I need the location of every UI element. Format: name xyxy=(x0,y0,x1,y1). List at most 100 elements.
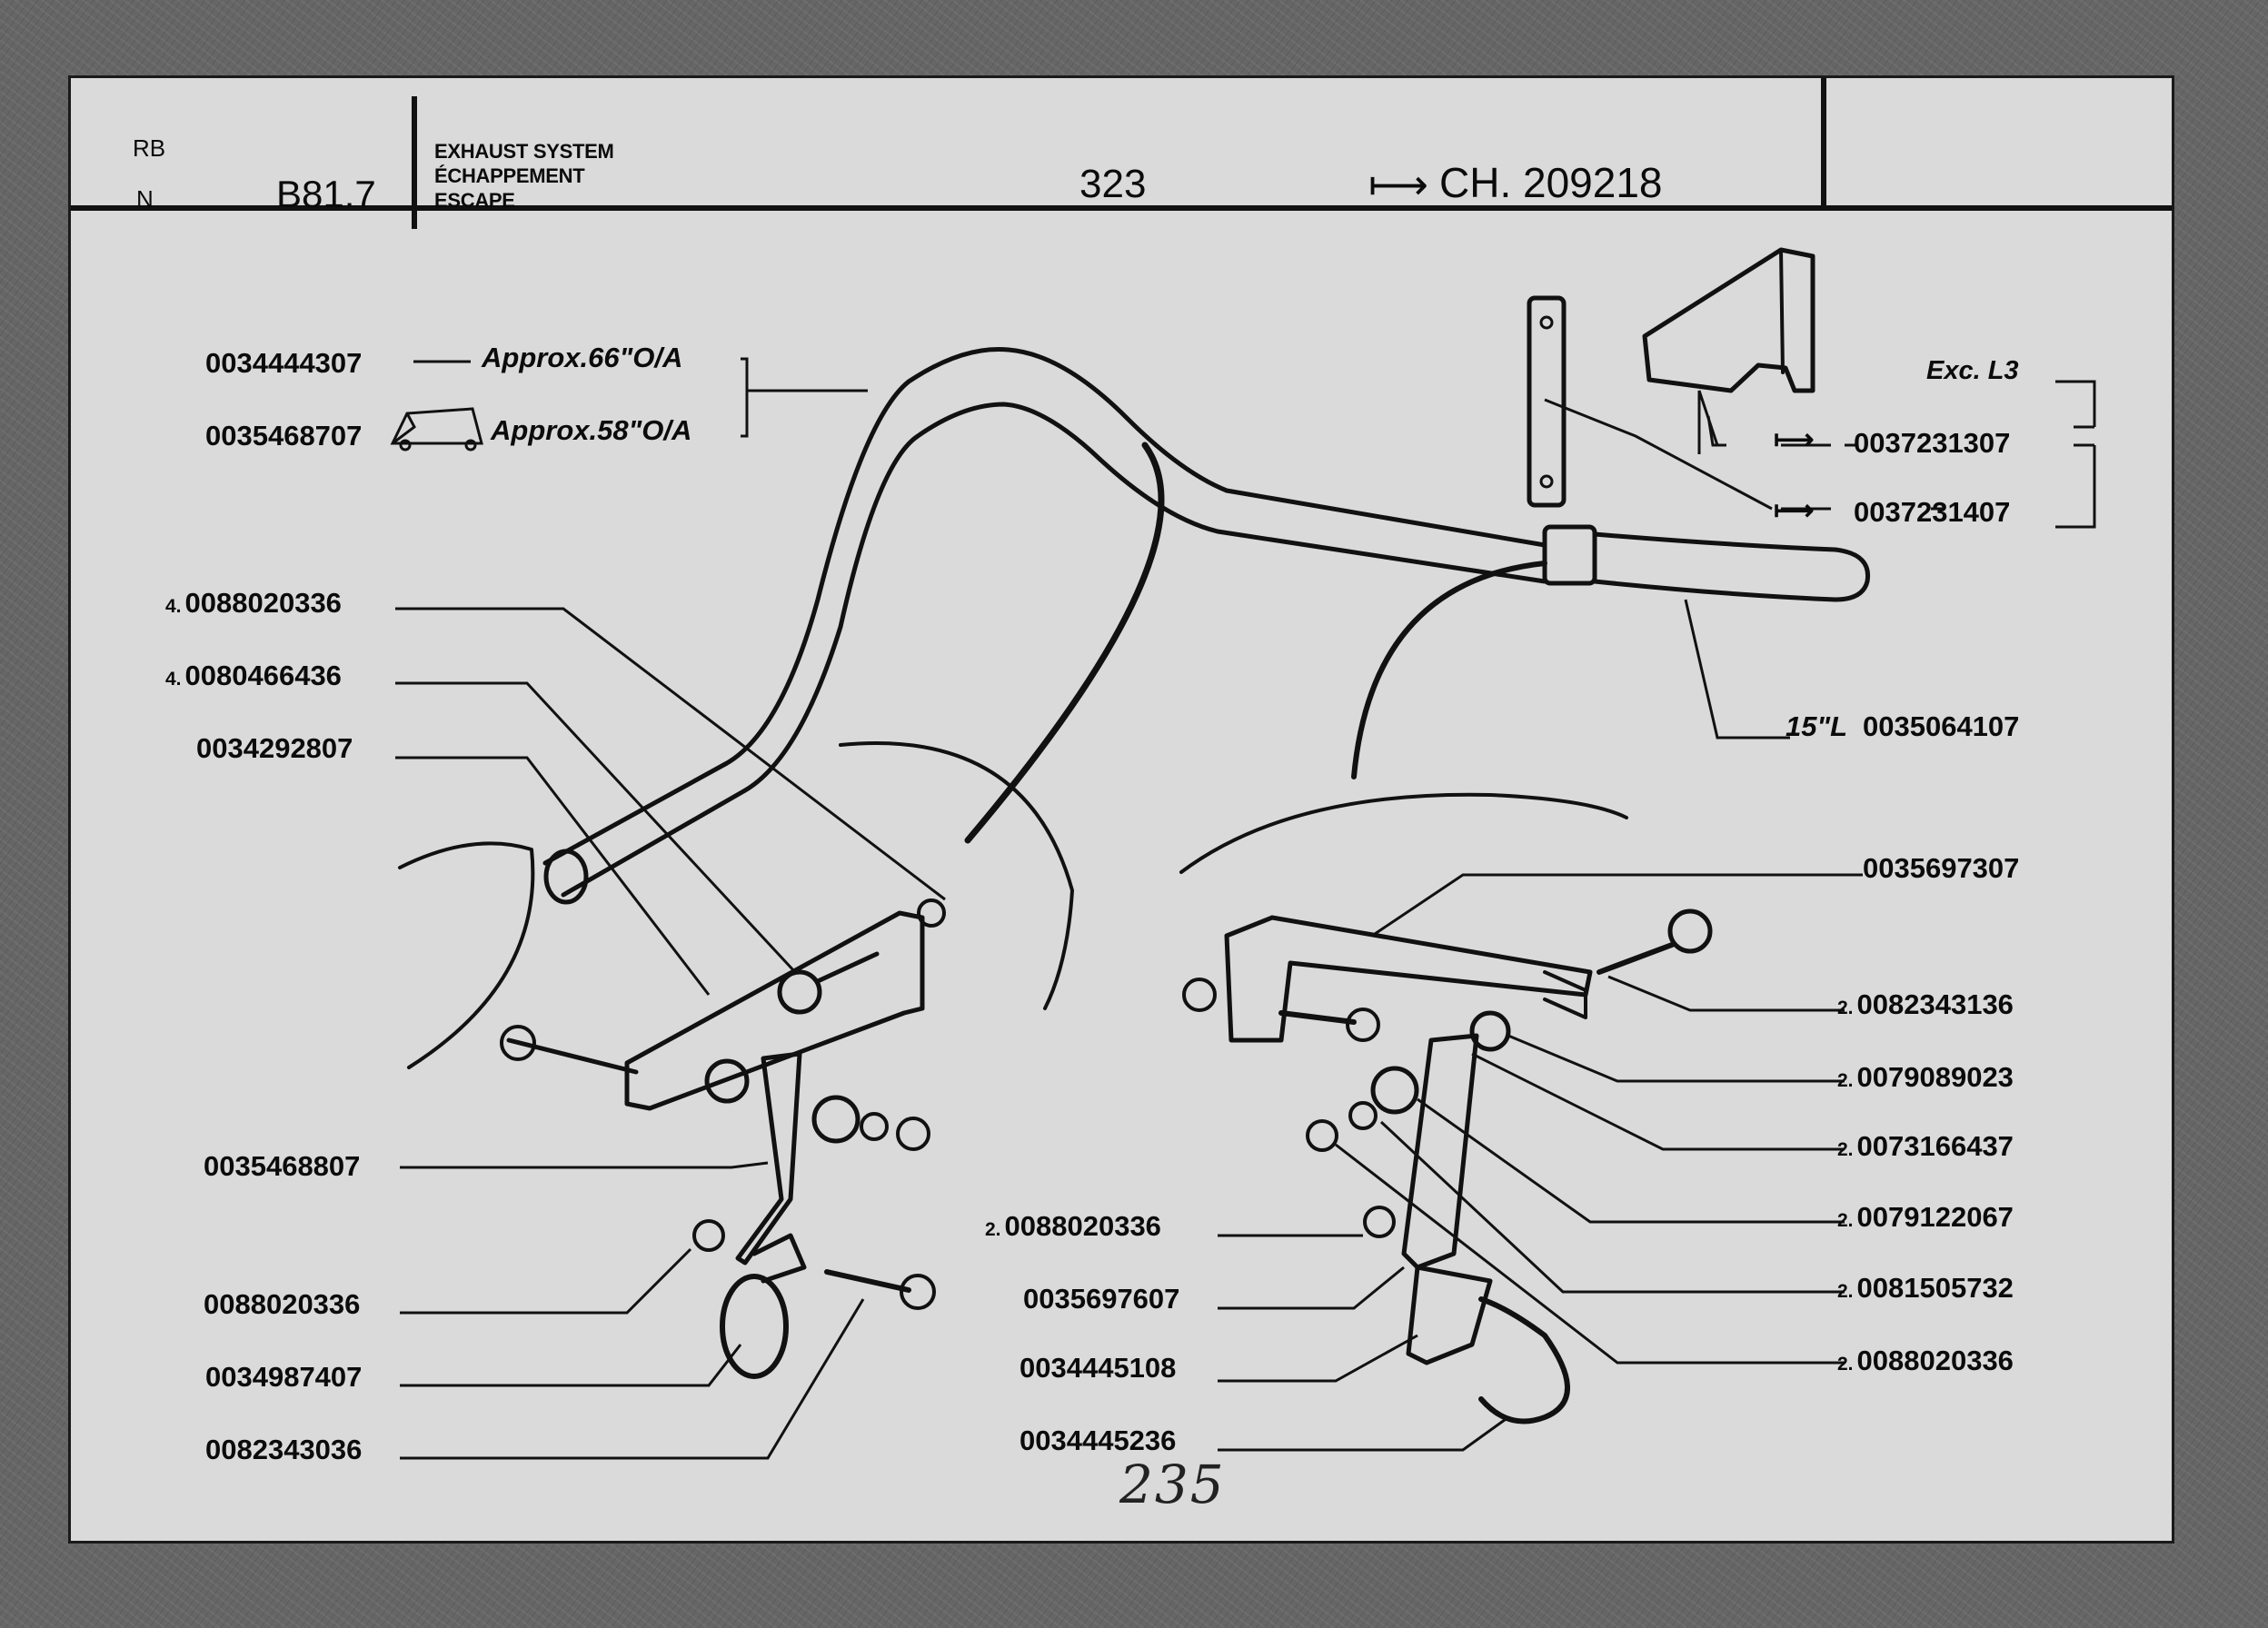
label-spacer: 2.0073166437 xyxy=(1837,1132,2014,1160)
right-rail-end xyxy=(1543,970,1587,1019)
qty: 2. xyxy=(1837,1139,1854,1160)
header-divider-right xyxy=(1821,78,1826,211)
part-support-right: 0035697307 xyxy=(1863,852,2020,884)
arrow-bracket-b-icon: ⟼ xyxy=(1774,494,1815,526)
part-number: 0079122067 xyxy=(1856,1201,2014,1233)
part-number: 0088020336 xyxy=(184,587,342,619)
angle-bracket xyxy=(1642,247,1815,393)
label-rubber-b: 2.0079122067 xyxy=(1837,1203,2014,1231)
left-rubber-bush-2 xyxy=(811,1095,860,1144)
left-mount-plate xyxy=(624,910,925,1111)
part-number: 0079089023 xyxy=(1856,1061,2014,1093)
lower-left-nut xyxy=(692,1219,725,1252)
dashed-group-brackets xyxy=(2055,380,2090,529)
chassis-reference: CH. 209218 xyxy=(1439,159,1663,206)
right-long-bolt xyxy=(1597,942,1675,975)
left-short-bolt xyxy=(815,951,880,984)
qty: 4. xyxy=(165,669,182,690)
part-plate-right: 0034445108 xyxy=(1020,1352,1177,1384)
label-rubber-a: 2.0079089023 xyxy=(1837,1063,2014,1091)
right-short-bolt xyxy=(1278,1010,1357,1025)
label-nut-4: 4.0088020336 xyxy=(165,589,342,617)
part-number: 0073166437 xyxy=(1856,1130,2014,1162)
part-number: 0080466436 xyxy=(184,660,342,691)
qty: 4. xyxy=(165,596,182,617)
note-exc-l3: Exc. L3 xyxy=(1926,356,2019,385)
title-french: ÉCHAPPEMENT xyxy=(434,164,585,187)
part-number: 0088020336 xyxy=(1856,1345,2014,1376)
pipe-end xyxy=(543,849,589,905)
label-bolt-right: 2.0082343136 xyxy=(1837,990,2014,1018)
qty: 2. xyxy=(1837,1281,1854,1302)
part-hose: 0035064107 xyxy=(1863,710,2020,742)
right-nut xyxy=(1306,1119,1338,1152)
left-washer xyxy=(860,1112,889,1141)
title-english: EXHAUST SYSTEM xyxy=(434,140,614,163)
parts-catalog-sheet: RB N B81.7 EXHAUST SYSTEM ÉCHAPPEMENT ES… xyxy=(71,78,2172,1541)
angle-bracket-fold xyxy=(1779,248,1785,374)
left-long-bolt-head xyxy=(500,1025,536,1061)
hanger-strap xyxy=(1527,295,1567,508)
label-nut-mid: 2.0088020336 xyxy=(985,1212,1161,1240)
clamp-ear xyxy=(751,1233,807,1284)
clamp-bolt-head xyxy=(900,1274,936,1310)
right-u-bolt xyxy=(1478,1296,1570,1424)
part-pipe-66: 0034444307 xyxy=(205,347,363,379)
van-icon xyxy=(390,407,483,452)
part-number: 0088020336 xyxy=(1004,1210,1161,1242)
strap-hole xyxy=(1539,315,1554,330)
note-hose-length: 15"L xyxy=(1786,710,1848,742)
part-nut-left: 0088020336 xyxy=(204,1288,361,1320)
right-short-bolt-head xyxy=(1346,1008,1380,1042)
part-bolt-clamp-left: 0082343036 xyxy=(205,1434,363,1465)
handwritten-page-number: 235 xyxy=(1119,1454,1226,1515)
exhaust-pipe-outer xyxy=(542,346,1547,866)
part-bracket-a: 0037231307 xyxy=(1854,427,2011,459)
bracket-outline-line xyxy=(964,442,1165,844)
part-bracket-right: 0035697607 xyxy=(1023,1283,1180,1315)
page-number: 323 xyxy=(1079,162,1147,206)
right-wheel-arch xyxy=(1351,561,1547,779)
market-code-1: RB xyxy=(133,134,166,162)
arrow-bracket-a-icon: ⟼ xyxy=(1774,423,1815,455)
part-number: 0081505732 xyxy=(1856,1272,2014,1304)
centre-wheel-arch xyxy=(839,741,1074,1010)
note-pipe-58: Approx.58"O/A xyxy=(491,414,692,446)
part-u-bolt-right: 0034445236 xyxy=(1020,1424,1177,1456)
left-short-bolt-head xyxy=(777,969,822,1015)
qty: 2. xyxy=(985,1219,1001,1240)
part-bracket-b: 0037231407 xyxy=(1854,496,2011,528)
leader-lines xyxy=(395,357,2096,1460)
left-long-bolt xyxy=(506,1037,639,1075)
right-long-bolt-head xyxy=(1667,908,1713,954)
right-mid-nut xyxy=(1363,1206,1396,1238)
left-tank-outline xyxy=(398,841,535,1069)
part-number: 0082343136 xyxy=(1856,988,2014,1020)
top-left-nut xyxy=(917,898,946,928)
group-code: B81.7 xyxy=(276,173,376,215)
part-clamp-left: 0034987407 xyxy=(205,1361,363,1393)
note-pipe-66: Approx.66"O/A xyxy=(482,342,683,373)
part-bracket-left: 0035468807 xyxy=(204,1150,361,1182)
left-nut xyxy=(896,1117,930,1151)
qty: 2. xyxy=(1837,1210,1854,1231)
right-bracket-arm xyxy=(1401,1033,1479,1270)
header-rule xyxy=(71,205,2172,211)
tail-hose xyxy=(1592,531,1871,602)
pipe-coupler xyxy=(1542,524,1597,586)
right-support-rail xyxy=(1224,915,1593,1043)
label-washer-4: 4.0080466436 xyxy=(165,661,342,690)
label-washer-right: 2.0081505732 xyxy=(1837,1274,2014,1302)
right-washer xyxy=(1348,1101,1378,1130)
qty: 2. xyxy=(1837,1354,1854,1375)
title-spanish: ESCAPE xyxy=(434,189,515,212)
left-bracket-arm xyxy=(735,1051,802,1266)
chassis-arrow-icon: ⟼ xyxy=(1368,161,1428,208)
right-rubber-bush xyxy=(1469,1010,1511,1052)
exhaust-pipe-inner xyxy=(561,402,1547,898)
left-rubber-bush xyxy=(704,1058,750,1104)
header-divider-left xyxy=(412,96,417,229)
part-pipe-58: 0035468707 xyxy=(205,420,363,452)
left-pipe-clamp xyxy=(720,1274,789,1379)
